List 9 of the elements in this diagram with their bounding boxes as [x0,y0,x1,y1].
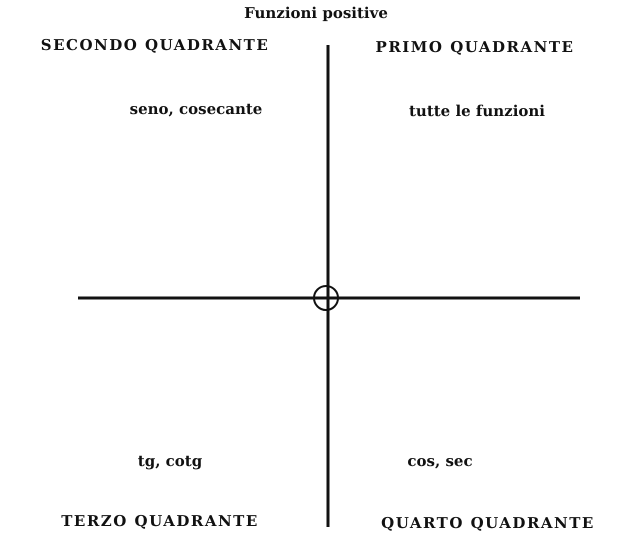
function-list: cos, sec [407,452,473,470]
function-list: tg, cotg [138,452,202,470]
quadrant-label: PRIMO QUADRANTE [376,38,574,56]
quadrant-label: QUARTO QUADRANTE [381,514,595,532]
function-list: tutte le funzioni [409,102,545,120]
quadrant-label: SECONDO QUADRANTE [40,36,270,54]
diagram-title: Funzioni positive [244,4,388,22]
function-list: seno, cosecante [130,100,262,118]
quadrant-label: TERZO QUADRANTE [61,512,259,530]
